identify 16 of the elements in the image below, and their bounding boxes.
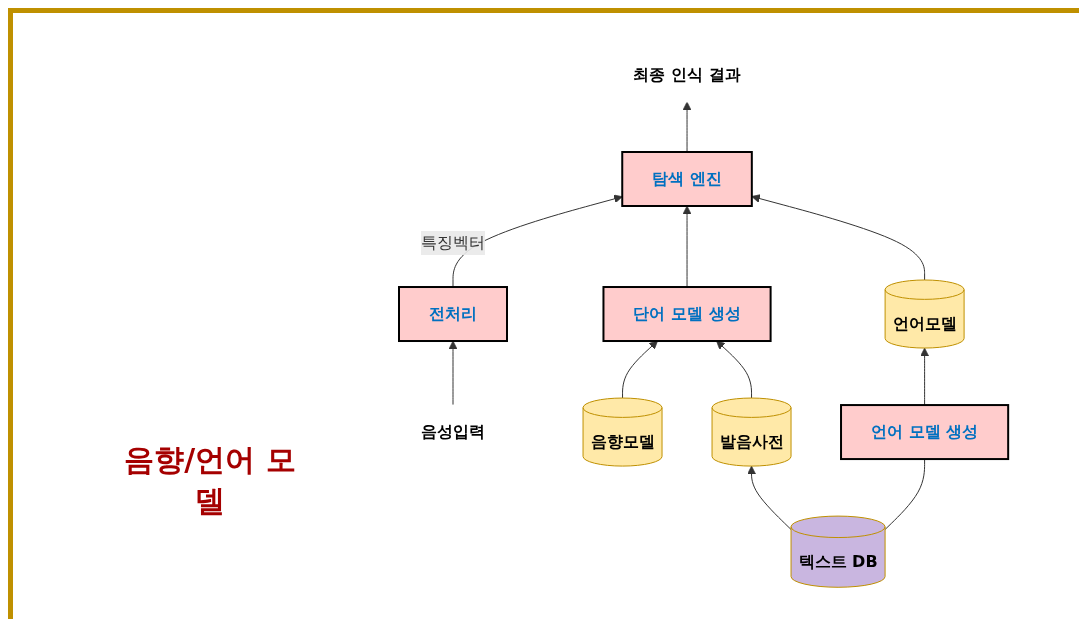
node-box: 언어 모델 생성 bbox=[840, 403, 1010, 460]
arrow bbox=[716, 340, 753, 399]
node-text: 최종 인식 결과 bbox=[633, 64, 742, 84]
arrow bbox=[683, 101, 692, 153]
connector bbox=[885, 458, 926, 530]
node-text: 음성입력 bbox=[421, 421, 486, 441]
arrow bbox=[449, 340, 458, 406]
arrow bbox=[747, 465, 792, 530]
arrow bbox=[622, 340, 659, 399]
side-label: 음향/언어 모델 bbox=[123, 441, 297, 520]
node-box: 전처리 bbox=[398, 285, 509, 342]
arrow bbox=[683, 205, 692, 288]
edge-label: 특징벡터 bbox=[421, 232, 486, 252]
arrow bbox=[920, 347, 930, 406]
node-box: 탐색 엔진 bbox=[621, 150, 754, 207]
node-box: 단어 모델 생성 bbox=[602, 285, 772, 342]
